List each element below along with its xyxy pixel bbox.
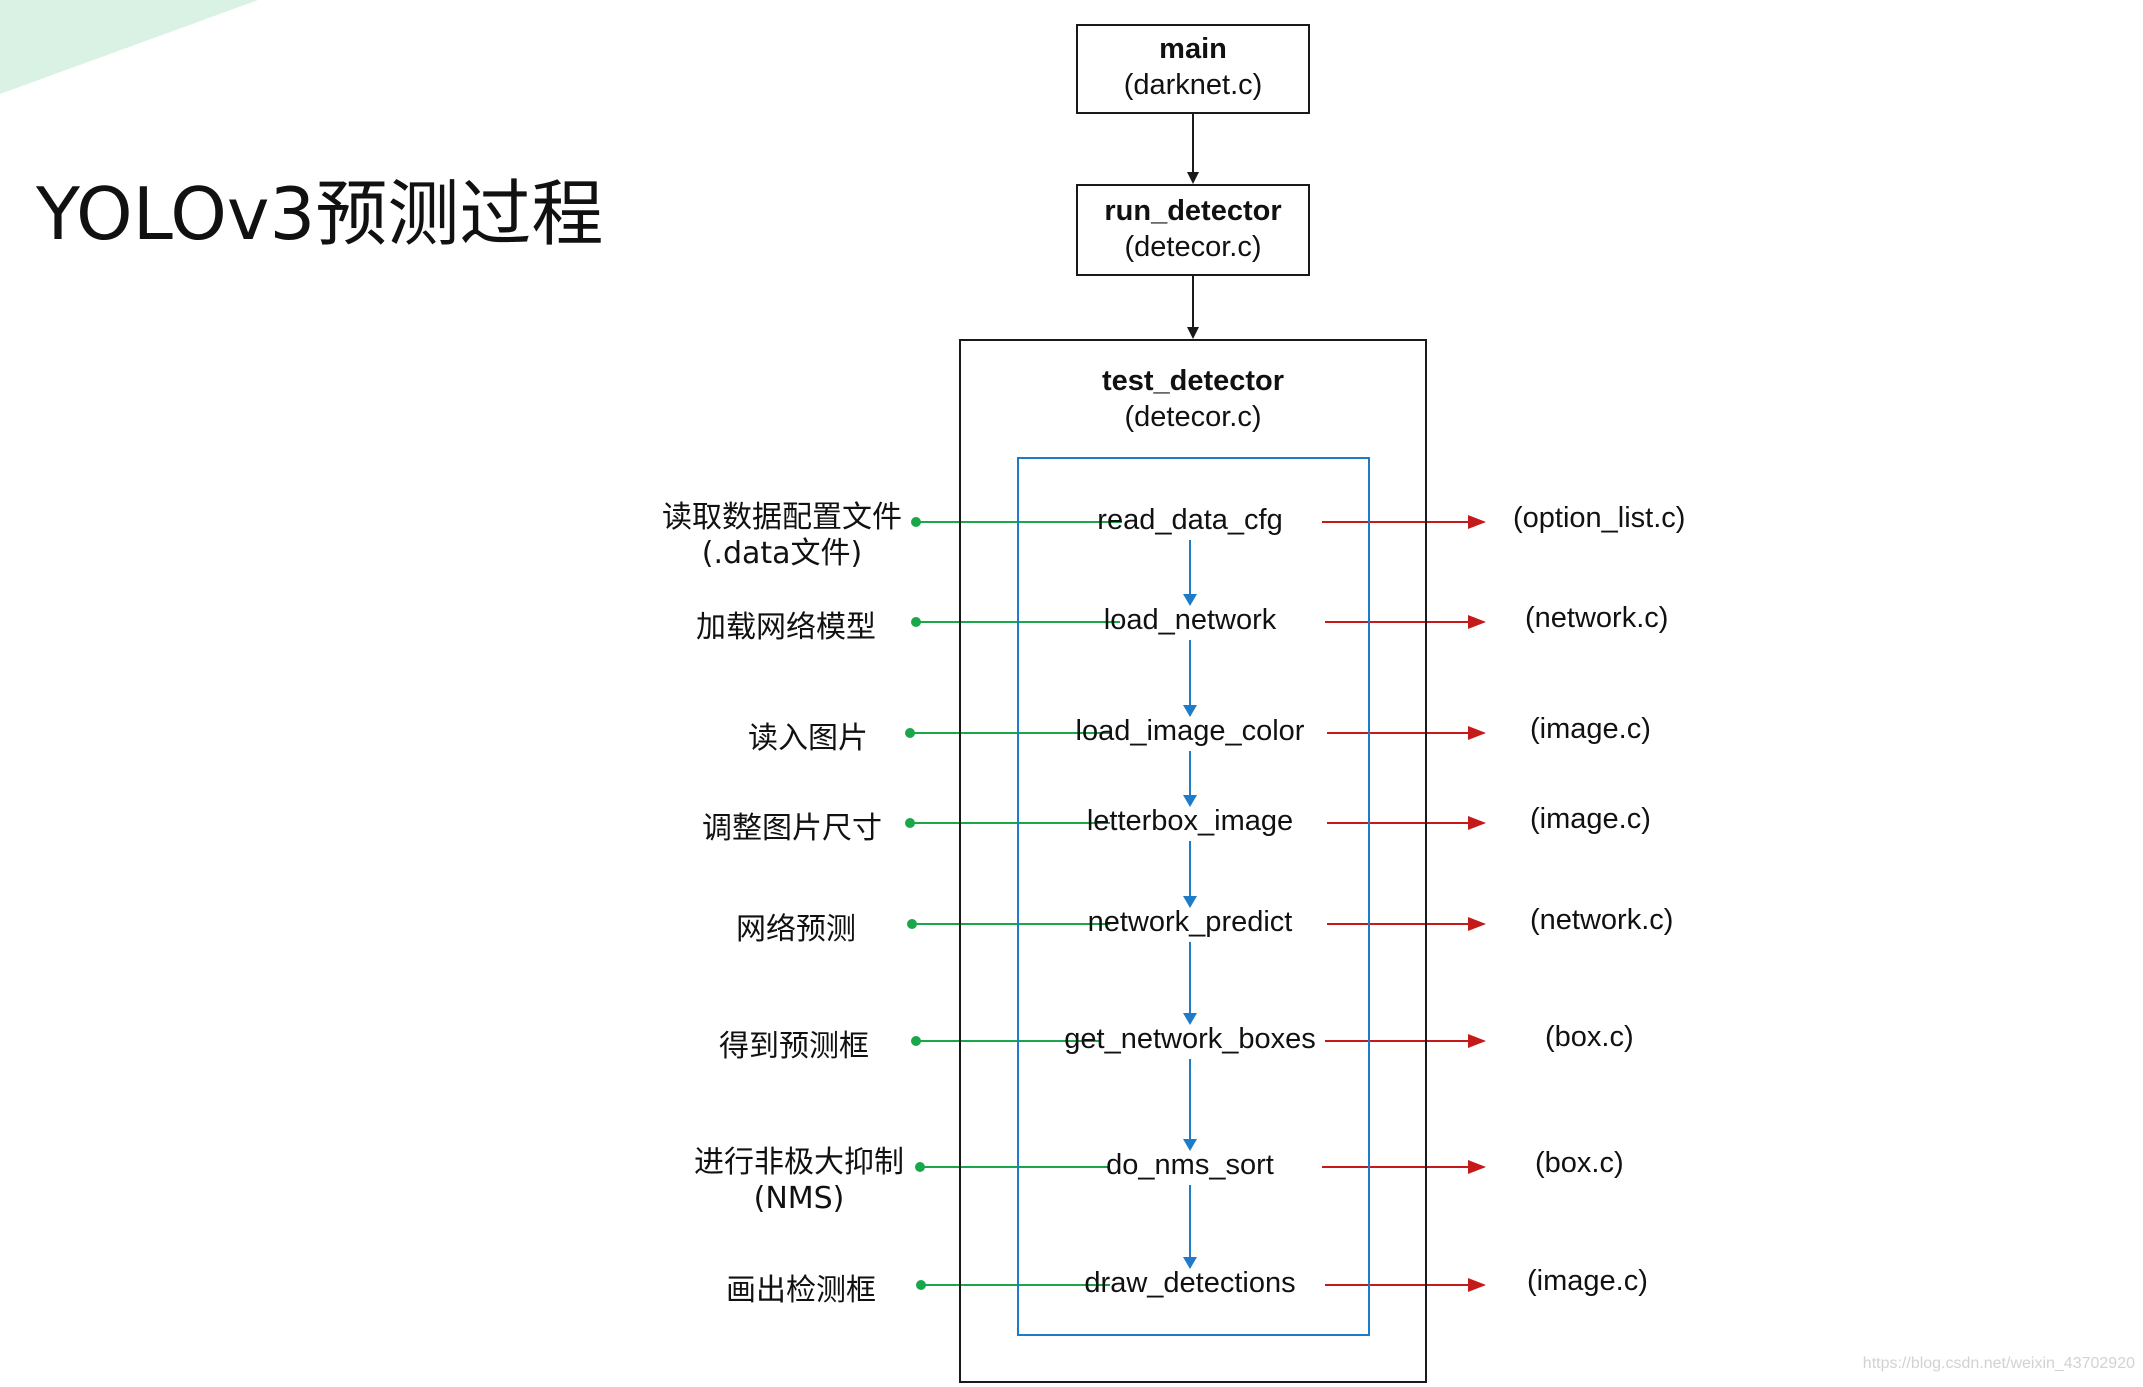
step-description: (.data文件) [701,536,863,571]
source-file-label: (option_list.c) [1513,502,1686,534]
main-box-file: (darknet.c) [1123,69,1263,101]
source-file-label: (box.c) [1545,1021,1634,1053]
green-dot-2 [905,728,915,738]
function-label-letterbox-image: letterbox_image [1086,805,1294,837]
run-detector-box: run_detector (detecor.c) [1076,184,1310,276]
step-description: 得到预测框 [719,1029,869,1064]
watermark: https://blog.csdn.net/weixin_43702920 [1862,1355,2135,1372]
green-dot-7 [916,1280,926,1290]
step-description: 读取数据配置文件 [662,500,902,535]
source-file-label: (image.c) [1530,713,1651,745]
green-dot-4 [907,919,917,929]
green-dot-0 [911,517,921,527]
function-label-draw-detections: draw_detections [1084,1267,1296,1299]
step-description: 进行非极大抑制 [694,1145,904,1180]
test-detector-box: test_detector (detecor.c) [959,339,1427,1383]
function-label-get-network-boxes: get_network_boxes [1064,1023,1316,1055]
corner-accent-shape [0,0,258,94]
step-description: 读入图片 [748,721,868,756]
source-file-label: (image.c) [1527,1265,1648,1297]
green-dot-5 [911,1036,921,1046]
step-description: 网络预测 [736,912,856,947]
green-dot-6 [915,1162,925,1172]
step-description: (NMS) [753,1181,845,1216]
slide-title: YOLOv3预测过程 [36,172,604,256]
step-description: 加载网络模型 [696,610,876,645]
green-dot-3 [905,818,915,828]
function-label-read-data-cfg: read_data_cfg [1097,504,1283,536]
run-detector-name: run_detector [1104,195,1282,227]
source-file-label: (image.c) [1530,803,1651,835]
step-description: 调整图片尺寸 [702,811,882,846]
test-detector-name: test_detector [1101,365,1285,397]
test-detector-file: (detecor.c) [1124,401,1262,433]
function-label-load-network: load_network [1103,604,1277,636]
corner-accent-polygon [0,0,258,94]
inner-call-sequence-box [1017,457,1370,1336]
source-file-label: (box.c) [1535,1147,1624,1179]
main-box-name: main [1159,33,1227,65]
function-label-load-image-color: load_image_color [1075,715,1305,747]
function-label-do-nms-sort: do_nms_sort [1106,1149,1274,1181]
step-description: 画出检测框 [726,1273,876,1308]
source-file-label: (network.c) [1525,602,1669,634]
green-dot-1 [911,617,921,627]
run-detector-file: (detecor.c) [1124,231,1262,263]
main-box: main (darknet.c) [1076,24,1310,114]
function-label-network-predict: network_predict [1087,906,1293,938]
source-file-label: (network.c) [1530,904,1674,936]
